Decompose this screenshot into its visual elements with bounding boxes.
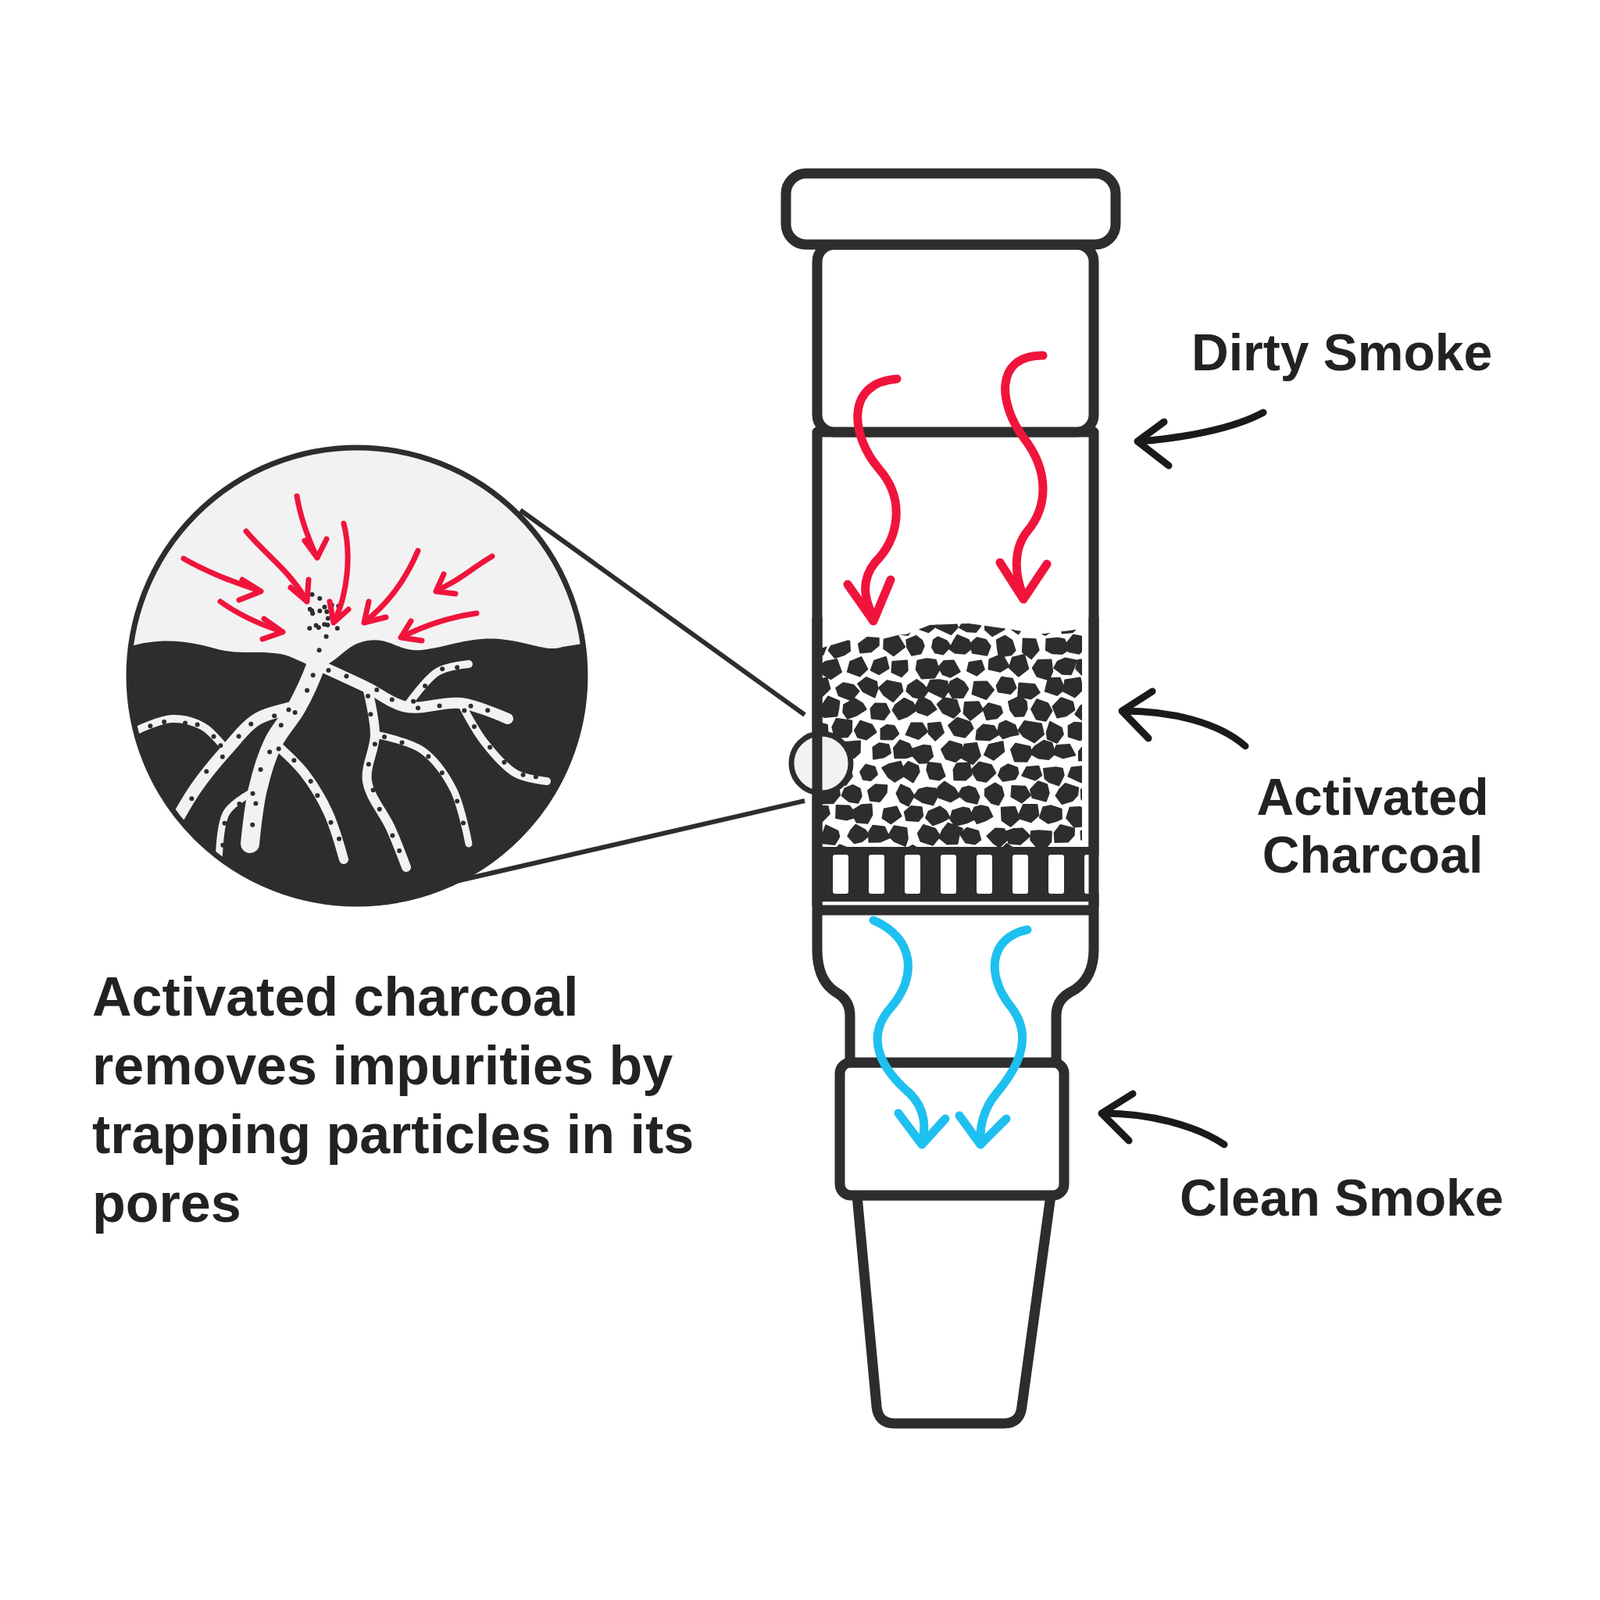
flow-label: Clean Smoke — [1179, 1167, 1571, 1229]
filter-tube — [785, 173, 1116, 1424]
pointer-arrows — [1101, 412, 1264, 1145]
screen — [817, 846, 1100, 902]
tube-walls — [817, 617, 1094, 907]
pore-closeup — [117, 437, 602, 922]
charcoal-bed — [806, 612, 1100, 868]
caption-note: Activated charcoal removes impurities by… — [92, 962, 780, 1238]
clean-smoke-arrows — [873, 920, 1028, 1145]
magnifier-circle — [128, 447, 586, 904]
dirty-smoke-arrows — [847, 355, 1047, 622]
part-label: Activated Charcoal — [1216, 767, 1529, 884]
flow-label: Dirty Smoke — [1191, 321, 1567, 383]
